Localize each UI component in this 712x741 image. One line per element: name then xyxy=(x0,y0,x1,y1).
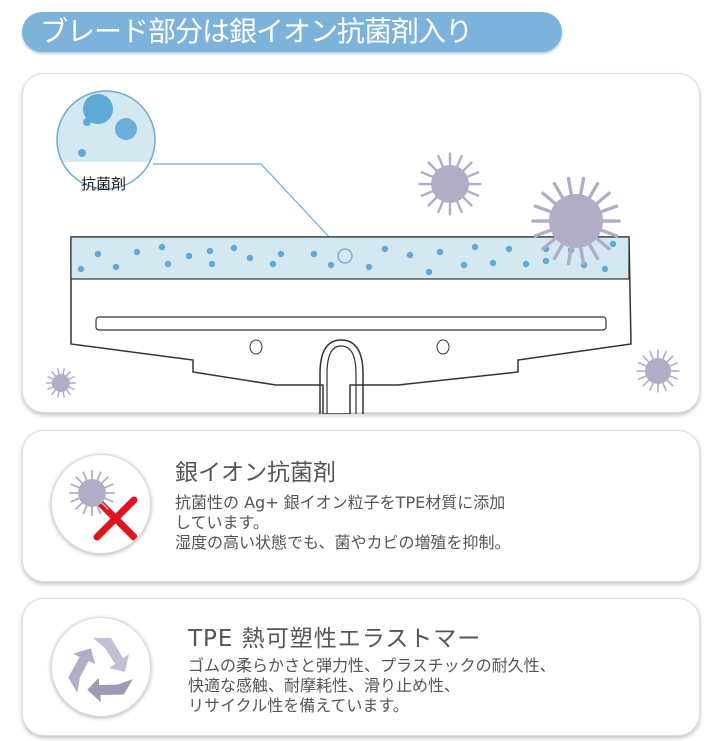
particle-dot xyxy=(327,261,335,269)
particle-dot xyxy=(489,259,497,267)
particle-dot xyxy=(601,265,609,273)
particle-dot xyxy=(522,260,530,268)
particle-dot xyxy=(133,248,141,256)
particle-dot xyxy=(542,257,550,265)
germ-icon xyxy=(45,368,77,398)
particle-dot xyxy=(77,265,85,273)
blade-illustration-panel: 抗菌剤 xyxy=(22,73,700,414)
particle-dot xyxy=(246,254,254,262)
particle-dot xyxy=(365,263,373,271)
antibacterial-particles xyxy=(77,240,617,276)
callout-magnifier: 抗菌剤 xyxy=(56,90,156,193)
feature-description: ゴムの柔らかさと弾力性、プラスチックの耐久性、 快適な感触、耐摩耗性、滑り止め性… xyxy=(188,656,556,715)
virus-crossed-icon xyxy=(51,454,151,554)
particle-dot xyxy=(609,240,617,248)
screw-hole-left xyxy=(249,339,263,355)
particle-dot xyxy=(460,261,468,269)
particle-dot xyxy=(112,263,120,271)
particle-dot xyxy=(381,245,389,253)
particle-dot xyxy=(269,260,277,268)
particle-dot xyxy=(406,251,414,259)
particle-dot xyxy=(164,260,172,268)
particle-dot xyxy=(208,260,216,268)
page-title: ブレード部分は銀イオン抗菌剤入り xyxy=(22,12,562,52)
germ-icon xyxy=(636,349,680,393)
particle-dot xyxy=(471,243,479,251)
particle-dot xyxy=(158,243,166,251)
blade-illustration: 抗菌剤 xyxy=(45,90,680,414)
germ-icon xyxy=(531,176,621,266)
germs xyxy=(45,152,680,398)
feature-description: 抗菌性の Ag+ 銀イオン粒子をTPE材質に添加 しています。 湿度の高い状態で… xyxy=(175,493,511,552)
feature-card-tpe: TPE 熱可塑性エラストマー ゴムの柔らかさと弾力性、プラスチックの耐久性、 快… xyxy=(22,598,700,736)
particle-dot xyxy=(185,252,193,260)
particle-dot xyxy=(436,248,444,256)
callout-line xyxy=(153,163,346,255)
germ-icon xyxy=(68,469,116,517)
blade-slot xyxy=(95,316,607,331)
feature-title: 銀イオン抗菌剤 xyxy=(175,460,336,486)
particle-dot xyxy=(230,244,238,252)
feature-title: TPE 熱可塑性エラストマー xyxy=(188,626,482,652)
particle-dot xyxy=(94,250,102,258)
feature-card-silver-ion: 銀イオン抗菌剤 抗菌性の Ag+ 銀イオン粒子をTPE材質に添加 しています。 … xyxy=(22,430,700,582)
screw-hole-right xyxy=(436,339,450,355)
blade-band xyxy=(70,236,630,280)
particle-dot xyxy=(505,245,513,253)
particle-dot xyxy=(206,247,214,255)
callout-label: 抗菌剤 xyxy=(81,175,126,193)
germ-icon xyxy=(418,152,482,216)
handle-joint xyxy=(319,339,364,414)
highlighted-particle xyxy=(337,248,353,264)
particle-dot xyxy=(277,250,285,258)
recycle-icon xyxy=(51,617,151,717)
particle-dot xyxy=(310,250,318,258)
particle-dot xyxy=(425,268,433,276)
